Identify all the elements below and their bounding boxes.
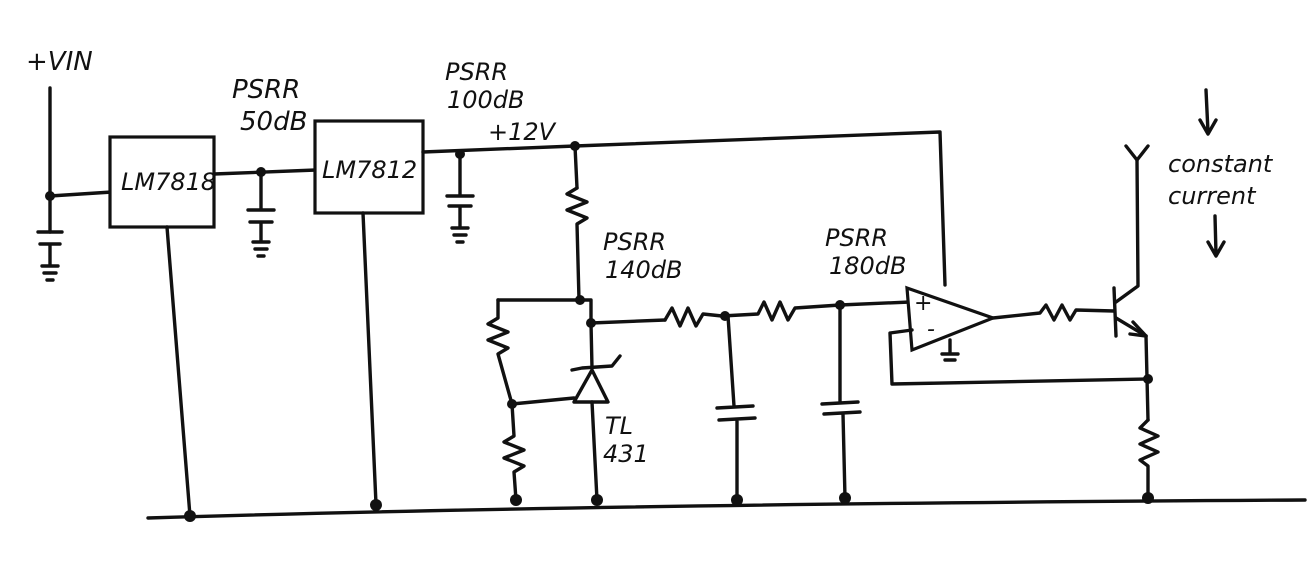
reg1-ground-wire: [165, 225, 192, 518]
reg2-output-capacitor: [445, 152, 475, 244]
opamp-output-resistor: [991, 303, 1116, 322]
rail-label: +12V: [488, 118, 557, 146]
opamp-minus-label: -: [927, 317, 935, 342]
psrr1-title: PSRR: [232, 75, 300, 105]
opamp: [905, 285, 998, 353]
tl431-shunt-reference: [570, 354, 622, 502]
current-arrow-bottom: [1206, 214, 1226, 258]
opamp-ground-wire: [940, 338, 960, 362]
ref-feed-resistor: [565, 186, 589, 302]
filter-resistor-1: [663, 306, 724, 328]
tl431-label-line1: TL: [605, 412, 633, 440]
tl431-ref-wire: [510, 396, 576, 406]
divider-top-resistor: [486, 298, 514, 406]
ref-node-wire: [496, 298, 667, 325]
reg2-label: LM7812: [322, 156, 417, 184]
psrr3-title: PSRR: [603, 228, 666, 256]
psrr4-value: 180dB: [829, 252, 907, 280]
psrr2-value: 100dB: [447, 86, 525, 114]
divider-bottom-resistor: [502, 402, 526, 502]
tl431-cathode-wire: [589, 321, 594, 370]
opamp-plus-label: +: [914, 291, 932, 316]
current-arrow-top: [1198, 88, 1218, 136]
input-capacitor: [36, 230, 64, 282]
regulator-lm7818: [108, 135, 216, 229]
note-line2: current: [1168, 182, 1257, 210]
feedback-wire: [888, 328, 1150, 386]
tl431-label-line2: 431: [603, 440, 649, 468]
psrr1-value: 50dB: [240, 107, 307, 137]
filter-capacitor-1: [715, 314, 757, 502]
reg1-output-capacitor: [246, 170, 276, 258]
rail-12v-wire: [421, 130, 947, 287]
psrr2-title: PSRR: [445, 58, 508, 86]
reg1-label: LM7818: [121, 168, 216, 196]
sense-resistor: [1138, 418, 1160, 500]
filter-capacitor-2: [820, 303, 862, 500]
junction-dots: [45, 141, 1154, 522]
output-transistor: [1112, 144, 1150, 338]
ref-feed-wire: [573, 144, 579, 190]
note-line1: constant: [1168, 150, 1274, 178]
reg2-ground-wire: [361, 211, 378, 506]
psrr4-title: PSRR: [825, 224, 888, 252]
regulator-lm7812: [313, 119, 425, 215]
ground-rail: [146, 498, 1307, 520]
vin-wire: [48, 86, 114, 234]
psrr3-value: 140dB: [605, 256, 683, 284]
filter-resistor-2: [720, 300, 912, 322]
vin-label: +VIN: [26, 47, 93, 77]
